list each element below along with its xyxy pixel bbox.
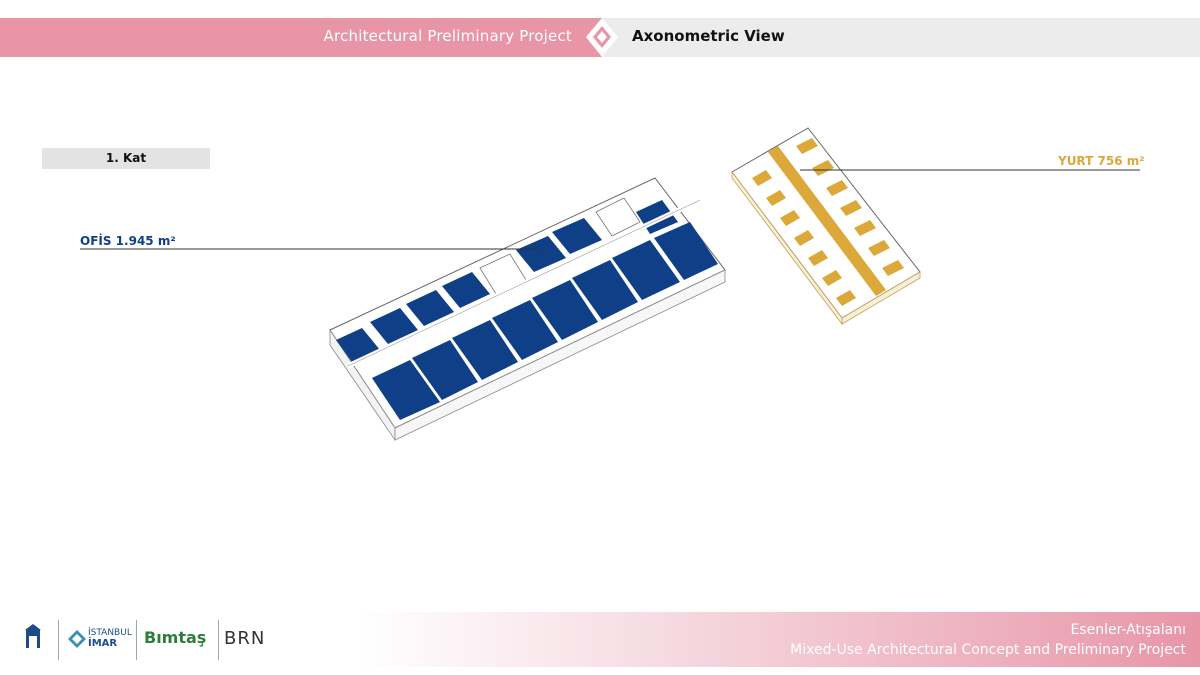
header-bar: Architectural Preliminary Project Axonom…: [0, 18, 1200, 57]
imar-logo-line2: İMAR: [88, 638, 118, 649]
imar-logo-icon: [68, 630, 86, 648]
axonometric-drawing: [80, 127, 1140, 442]
footer-logos: İSTANBUL İMAR Bımtaş BRN: [18, 616, 318, 664]
footer-project-title: Esenler-Atışalanı Mixed-Use Architectura…: [790, 620, 1186, 660]
logo-divider: [58, 620, 59, 660]
office-block: [329, 177, 726, 442]
ibb-logo-icon: [25, 624, 41, 648]
office-area-label: OFİS 1.945 m²: [80, 234, 176, 248]
view-title: Axonometric View: [632, 27, 785, 45]
dorm-block: [731, 127, 921, 326]
logo-divider: [136, 620, 137, 660]
imar-logo-line1: İSTANBUL: [88, 628, 132, 638]
diamond-icon: [586, 18, 618, 57]
project-title: Mixed-Use Architectural Concept and Prel…: [790, 642, 1186, 658]
bimtas-logo: Bımtaş: [144, 628, 207, 647]
floor-label: 1. Kat: [42, 148, 210, 169]
logo-divider: [218, 620, 219, 660]
footer-bar: İSTANBUL İMAR Bımtaş BRN Esenler-Atışala…: [0, 612, 1200, 667]
imar-logo: İSTANBUL İMAR: [68, 628, 138, 654]
header-section-band: Architectural Preliminary Project: [0, 18, 602, 57]
dorm-area-label: YURT 756 m²: [1058, 154, 1145, 168]
project-location: Esenler-Atışalanı: [1070, 622, 1186, 638]
brn-logo: BRN: [224, 628, 266, 649]
header-view-band: Axonometric View: [602, 18, 1200, 57]
section-title: Architectural Preliminary Project: [323, 27, 572, 45]
